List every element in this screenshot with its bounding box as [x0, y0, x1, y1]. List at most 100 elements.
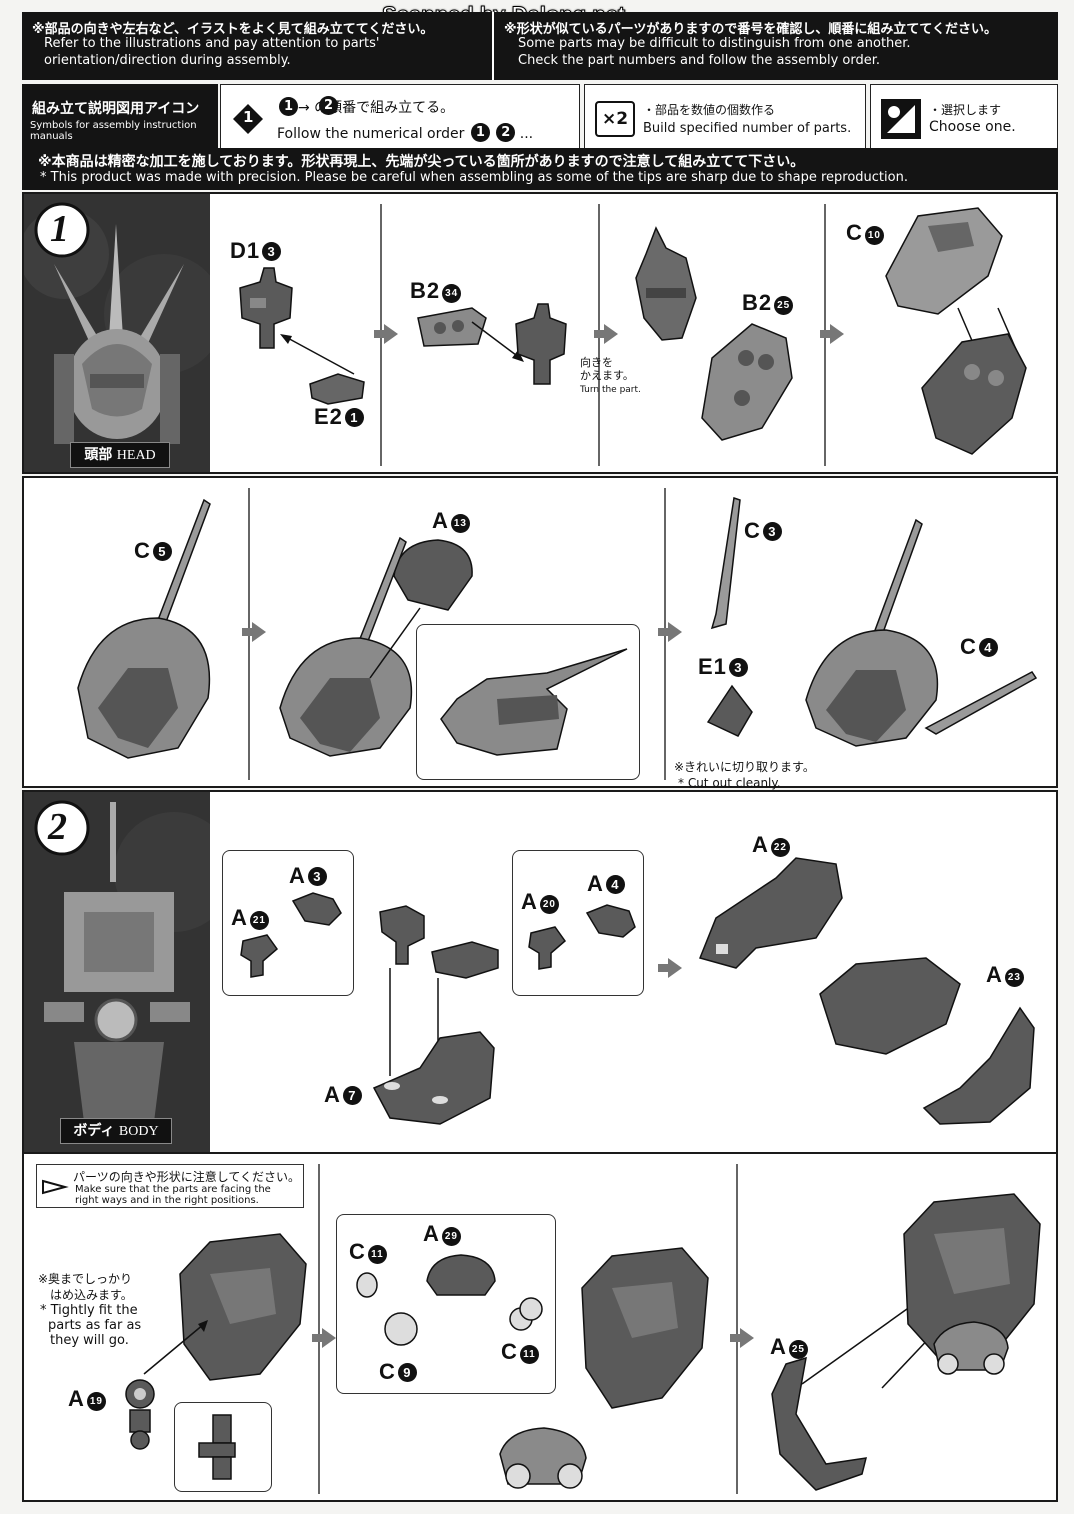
step2-panel-row2: パーツの向きや形状に注意してください。 Make sure that the p… — [22, 1152, 1058, 1502]
order-en-circle-2: 2 — [496, 123, 516, 142]
part-a22-drawing — [698, 857, 843, 969]
header-left-jp: ※部品の向きや左右など、イラストをよく見て組み立ててください。 — [32, 22, 434, 37]
choose-icon-box: ・選択します Choose one. — [870, 84, 1058, 152]
part-label-c11a-num: 11 — [367, 1245, 387, 1264]
part-label-c11b-num: 11 — [519, 1345, 539, 1364]
part-e2-drawing — [309, 373, 365, 405]
choose-jp: ・選択します — [929, 103, 1002, 117]
step2-section-jp: ボディ — [73, 1123, 115, 1139]
part-a4-assembled-drawing — [431, 941, 499, 979]
part-label-a29-text: A — [423, 1221, 440, 1246]
part-a25-drawing — [771, 1356, 868, 1491]
part-a3-assembled-drawing — [379, 905, 425, 965]
part-head-stage-c-drawing — [805, 518, 939, 747]
count-jp: ・部品を数値の個数作る — [643, 103, 776, 117]
part-a3-drawing — [291, 892, 342, 926]
part-c9-drawing — [384, 1312, 418, 1346]
part-label-e2-text: E2 — [314, 404, 343, 429]
part-a4-drawing — [585, 904, 636, 938]
count-badge: ×2 — [595, 101, 635, 137]
part-label-e2-num: 1 — [344, 408, 364, 427]
step-arrow — [658, 622, 682, 642]
step-arrow — [374, 324, 398, 344]
part-chest-core-drawing — [819, 957, 961, 1055]
orient-note-box: パーツの向きや形状に注意してください。 Make sure that the p… — [36, 1164, 304, 1208]
step2-number: 2 — [48, 806, 67, 848]
part-label-a13-num: 13 — [450, 514, 470, 533]
orient-arrow-icon — [42, 1179, 69, 1195]
head-detail-drawing — [440, 648, 628, 756]
order-jp-line: 1→ の順番で組み立てる。 — [277, 97, 454, 117]
part-label-a25-num: 25 — [788, 1340, 808, 1359]
order-circle-2-wrap: 2 — [317, 96, 338, 115]
part-a7-drawing — [372, 1031, 495, 1125]
part-c3-antenna-drawing — [710, 497, 741, 630]
part-label-b2b-num: 25 — [774, 296, 794, 315]
step1-head-art: 1 頭部 HEAD — [24, 194, 210, 472]
orient-en-2: right ways and in the right positions. — [75, 1195, 259, 1206]
part-label-e1-num: 3 — [728, 658, 748, 677]
order-en-circle-1: 1 — [470, 123, 490, 142]
step2-section-en: BODY — [118, 1124, 159, 1139]
assembly-arrow — [280, 334, 355, 375]
turn-note-jp-1: 向きを — [580, 356, 613, 369]
divider — [318, 1164, 320, 1494]
part-a23-drawing — [922, 1006, 1035, 1125]
part-label-a3-text: A — [289, 863, 306, 888]
order-diamond-icon — [233, 104, 263, 134]
part-a20-drawing — [528, 926, 567, 970]
step1-number: 1 — [50, 208, 69, 250]
part-label-a7-text: A — [324, 1082, 341, 1107]
part-b2b-drawing — [701, 323, 793, 441]
orient-jp: パーツの向きや形状に注意してください。 — [73, 1170, 301, 1184]
step-arrow — [594, 324, 618, 344]
part-label-a19-text: A — [68, 1386, 85, 1411]
header-right-en-2: Check the part numbers and follow the as… — [518, 53, 881, 68]
inset-a19-detail — [174, 1402, 272, 1492]
step2-body-art: 2 ボディ BODY — [24, 792, 210, 1152]
step1-section-en: HEAD — [116, 448, 156, 463]
part-label-a23-text: A — [986, 962, 1003, 987]
step2-section-label: ボディ BODY — [60, 1118, 172, 1144]
turn-note-jp-2: かえます。 — [580, 369, 634, 382]
part-label-c9-num: 9 — [397, 1363, 417, 1382]
step-number-badge-2 — [34, 800, 90, 856]
part-a21-drawing — [240, 934, 279, 978]
step-arrow — [820, 324, 844, 344]
header-notice-bar: ※部品の向きや左右など、イラストをよく見て組み立ててください。 Refer to… — [22, 12, 1058, 80]
step-number-badge-1 — [34, 202, 90, 258]
part-label-b2a-num: 34 — [442, 284, 462, 303]
part-label-a3-num: 3 — [307, 867, 327, 886]
part-torso-final-drawing — [903, 1193, 1041, 1375]
icons-title-en: Symbols for assembly instruction manuals — [30, 120, 197, 142]
part-a19-drawing — [125, 1379, 155, 1450]
header-divider — [492, 12, 494, 80]
icons-title-jp: 組み立て説明図用アイコン — [32, 101, 200, 117]
part-label-c9-text: C — [379, 1359, 396, 1384]
step-arrow — [312, 1328, 336, 1348]
part-a29-assembled-drawing — [499, 1427, 587, 1489]
part-label-c4-text: C — [960, 634, 977, 659]
detail-inset-head — [416, 624, 640, 780]
part-head-stage-b-drawing — [279, 536, 421, 757]
order-circle-2: 2 — [319, 96, 338, 115]
part-label-a4-num: 4 — [605, 875, 625, 894]
part-e1-drawing — [706, 684, 753, 737]
header-right-en-1: Some parts may be difficult to distingui… — [518, 36, 911, 51]
